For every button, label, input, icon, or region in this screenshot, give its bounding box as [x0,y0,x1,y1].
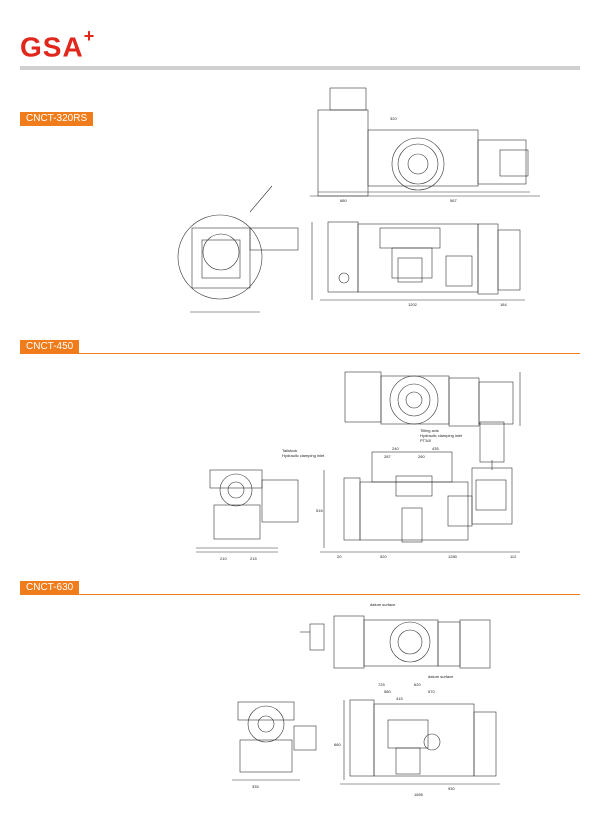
dim-435: 435 [432,446,439,451]
dim-215: 215 [250,556,257,561]
dim-260: 260 [418,454,425,459]
dim-930: 930 [448,786,455,791]
dim-184: 184 [500,302,507,307]
dim-287: 287 [384,454,391,459]
cnct-450-front-view [320,451,520,553]
cnct-450-top-view [344,371,521,470]
dim-1280: 1280 [448,554,458,559]
dim-210: 210 [220,556,227,561]
dim-20: 20 [337,554,342,559]
dim-335: 335 [252,784,259,789]
section-rule-cnct-450 [20,353,580,354]
dim-660: 660 [334,742,341,747]
cnct-630-side-view [232,701,317,781]
note-hyd-clamp-inlet-2: Hydraulic clamping inlet [420,433,463,438]
note-datum-surface-top: datum surface [370,602,396,607]
brand-logo: GSA+ [20,26,96,63]
dim-516: 516 [316,508,323,513]
note-datum-surface-mid: datum surface [428,674,454,679]
cnct-630-front-view [340,699,500,785]
section-label-cnct-630: CNCT-630 [20,581,80,595]
dim-620: 620 [414,682,421,687]
dim-112: 112 [510,554,517,559]
cnct-320rs-front-view [311,221,525,301]
dim-1655: 1655 [414,792,424,797]
dim-240: 240 [392,446,399,451]
dim-567: 567 [450,198,457,203]
dim-1202: 1202 [408,302,418,307]
cnct-320rs-side-view [177,185,299,313]
note-tilting-axis: Tilting axis [420,428,439,433]
dim-680: 680 [340,198,347,203]
section-label-cnct-320rs: CNCT-320RS [20,112,94,126]
dim-520: 520 [380,554,387,559]
header-divider [20,66,580,70]
dim-415: 415 [396,696,403,701]
section-label-cnct-450: CNCT-450 [20,340,80,354]
cnct-450-side-view [196,469,299,553]
note-pt: PT3/8 [420,438,431,443]
note-tailstock: Tailstock [282,448,297,453]
section-rule-cnct-630 [20,594,580,595]
note-hyd-clamp-inlet: Hydraulic clamping inlet [282,453,325,458]
cnct-630-top-view [300,615,491,669]
dim-570: 570 [428,689,435,694]
dim-725: 725 [378,682,385,687]
dim-580: 580 [384,689,391,694]
cnct-320rs-top-view [310,87,540,197]
dim-320: 320 [390,116,397,121]
